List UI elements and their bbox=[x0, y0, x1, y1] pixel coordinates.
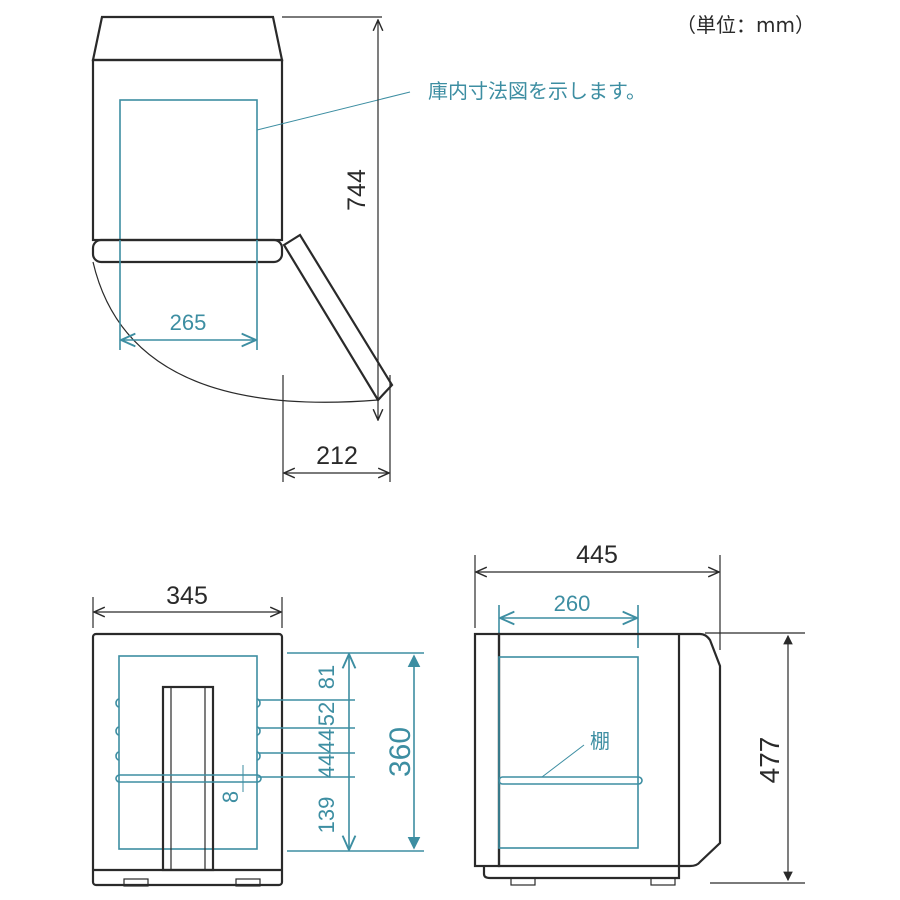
handle bbox=[161, 685, 215, 872]
door-swing-arc bbox=[92, 261, 379, 403]
dim-81: 81 bbox=[314, 665, 339, 689]
base bbox=[482, 866, 681, 880]
door-side bbox=[473, 632, 501, 868]
dim-44: 44 bbox=[314, 754, 339, 778]
dim-265: 265 bbox=[170, 310, 207, 335]
interior-outline bbox=[119, 99, 258, 241]
body-outline bbox=[91, 58, 284, 242]
shelf-label: 棚 bbox=[590, 729, 610, 753]
body-outline bbox=[91, 632, 284, 887]
door-closed bbox=[91, 238, 284, 264]
dim-744: 744 bbox=[343, 169, 371, 211]
dim-44: 44 bbox=[314, 729, 339, 753]
dim-445: 445 bbox=[576, 541, 618, 569]
top-panel bbox=[91, 15, 284, 62]
shelf bbox=[115, 774, 262, 783]
dim-52: 52 bbox=[314, 702, 339, 726]
foot bbox=[650, 877, 676, 886]
interior-annotation: 庫内寸法図を示します。 bbox=[428, 79, 646, 103]
front-view: 345 81 52 44 44 139 360 8 bbox=[91, 582, 424, 887]
interior-outline bbox=[118, 655, 258, 850]
shelf-leader bbox=[541, 744, 585, 778]
unit-label: （単位：mm） bbox=[676, 13, 815, 37]
foot bbox=[123, 878, 149, 887]
shelf-rails bbox=[115, 698, 261, 761]
side-view: 445 260 棚 477 bbox=[473, 541, 805, 886]
dim-8: 8 bbox=[218, 791, 243, 803]
body-outline bbox=[497, 632, 722, 868]
interior-outline bbox=[498, 656, 639, 849]
dim-139: 139 bbox=[314, 797, 339, 834]
dim-345: 345 bbox=[166, 582, 208, 610]
foot bbox=[510, 877, 536, 886]
dim-360: 360 bbox=[384, 727, 417, 777]
foot bbox=[235, 878, 261, 887]
top-view: 庫内寸法図を示します。 744 265 212 bbox=[91, 15, 646, 482]
leader-line bbox=[256, 91, 411, 131]
shelf bbox=[498, 776, 643, 785]
door-open bbox=[282, 233, 394, 402]
dim-260: 260 bbox=[554, 591, 591, 616]
dim-212: 212 bbox=[316, 442, 358, 470]
dim-477: 477 bbox=[754, 737, 785, 784]
